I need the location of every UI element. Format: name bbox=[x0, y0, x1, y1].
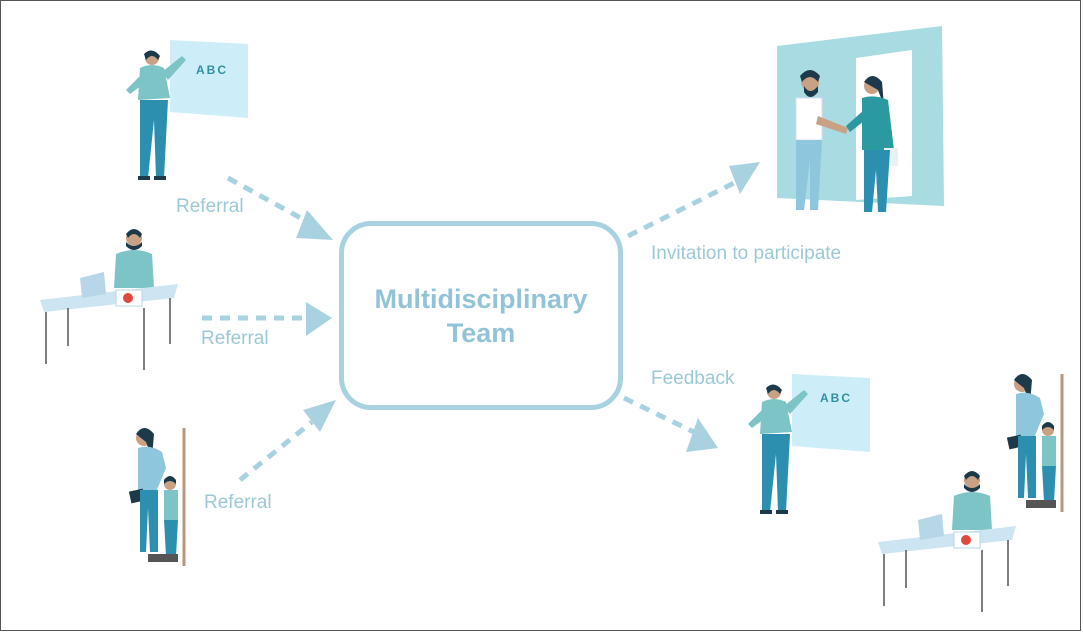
referral-label-teacher: Referral bbox=[176, 196, 244, 217]
arrow-desk-to-team bbox=[202, 302, 332, 336]
multidisciplinary-team-box: Multidisciplinary Team bbox=[339, 221, 623, 410]
referral-label-parent: Referral bbox=[204, 492, 272, 513]
arrow-team-to-feedback bbox=[622, 395, 718, 452]
arrow-teacher-to-team bbox=[226, 175, 333, 240]
arrow-team-to-invitation bbox=[626, 162, 760, 239]
desk-worker-figure bbox=[39, 228, 179, 371]
invitation-label: Invitation to participate bbox=[651, 243, 842, 264]
arrow-parent-to-team bbox=[238, 400, 336, 482]
board-text-right: ABC bbox=[820, 391, 852, 405]
handshake-figure bbox=[777, 26, 944, 212]
parent-child-figure bbox=[127, 426, 186, 568]
team-title-line1: Multidisciplinary bbox=[374, 283, 588, 314]
feedback-label: Feedback bbox=[651, 368, 735, 389]
referral-label-desk: Referral bbox=[201, 328, 269, 349]
board-text-left: ABC bbox=[196, 63, 228, 77]
parent-child-figure-right bbox=[1005, 372, 1064, 514]
teacher-figure bbox=[126, 40, 248, 180]
desk-worker-figure-right bbox=[877, 470, 1017, 613]
team-title-line2: Team bbox=[446, 317, 516, 348]
